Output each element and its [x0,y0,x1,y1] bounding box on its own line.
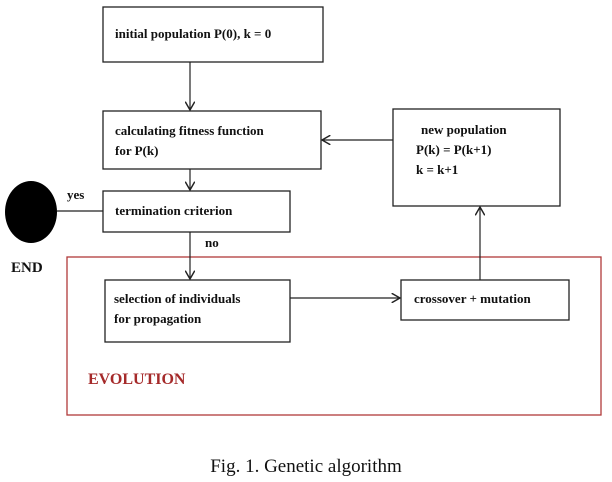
node-termination [102,190,291,233]
node-selection [104,279,291,343]
node-termination-text: termination criterion [115,203,233,218]
node-fitness-text-1: calculating fitness function [115,123,265,138]
evolution-label: EVOLUTION [88,371,186,388]
end-node [5,181,57,243]
node-newpop-text-3: k = k+1 [416,162,458,177]
node-initial [102,6,324,63]
node-initial-text: initial population P(0), k = 0 [115,26,271,41]
edge-label-yes: yes [67,187,84,202]
node-selection-text-2: for propagation [114,311,202,326]
edge-label-no: no [205,235,219,250]
end-label: END [11,260,43,276]
node-fitness-text-2: for P(k) [115,143,158,158]
figure-caption: Fig. 1. Genetic algorithm [210,456,402,477]
node-newpop-text-2: P(k) = P(k+1) [416,142,491,157]
node-crossover-text: crossover + mutation [414,291,531,306]
node-newpop-text-1: new population [421,122,507,137]
node-new-population [392,108,561,207]
node-selection-text-1: selection of individuals [114,291,240,306]
edges [57,62,480,298]
evolution-group [66,256,602,416]
node-fitness [102,110,322,170]
